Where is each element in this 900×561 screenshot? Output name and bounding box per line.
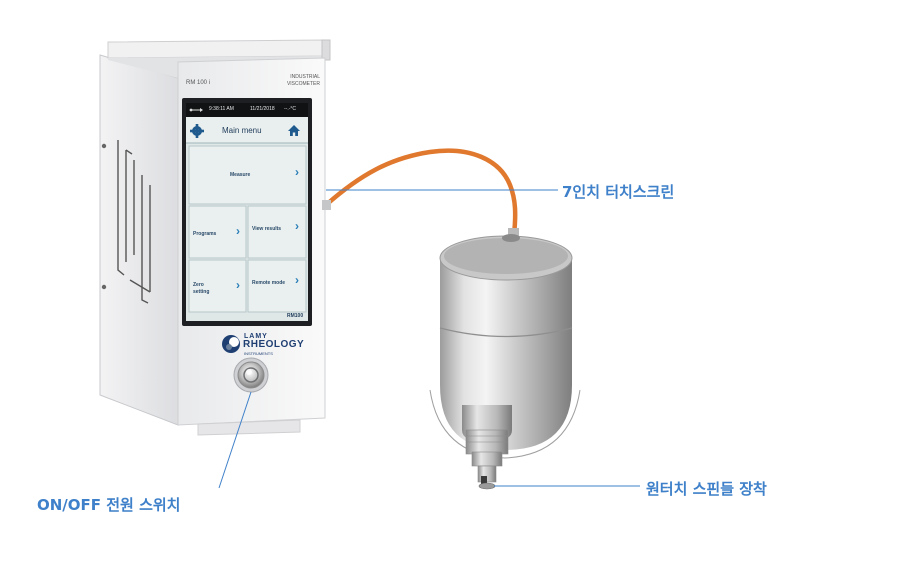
brand-name-rheology: RHEOLOGY bbox=[243, 339, 305, 350]
device-type-label-line2: VISCOMETER bbox=[286, 81, 320, 87]
menu-view-results-label[interactable]: View results bbox=[252, 226, 282, 232]
callout-touchscreen: 7인치 터치스크린 bbox=[562, 183, 675, 201]
screen-date: 11/21/2018 bbox=[250, 106, 275, 112]
device-type-label-line1: INDUSTRIAL bbox=[290, 74, 320, 80]
screen-title: Main menu bbox=[222, 126, 262, 135]
screen-footer-model: RM100 bbox=[287, 313, 304, 319]
callout-power-switch: ON/OFF 전원 스위치 bbox=[37, 496, 181, 514]
menu-zero-setting-label-line2[interactable]: setting bbox=[193, 289, 210, 295]
power-switch[interactable] bbox=[233, 357, 269, 393]
home-icon[interactable] bbox=[288, 125, 300, 136]
chevron-right-icon: › bbox=[295, 273, 299, 287]
callout-spindle: 원터치 스핀들 장착 bbox=[646, 480, 767, 498]
orange-cable bbox=[323, 148, 518, 238]
gear-icon[interactable] bbox=[190, 124, 204, 138]
housing-side-panel bbox=[99, 54, 179, 426]
brand-name-instruments: INSTRUMENTS bbox=[244, 351, 273, 356]
chevron-right-icon: › bbox=[295, 165, 299, 179]
chevron-right-icon: › bbox=[295, 219, 299, 233]
usb-icon bbox=[189, 108, 203, 112]
spindle-coupling[interactable] bbox=[462, 405, 512, 490]
chevron-right-icon: › bbox=[236, 278, 240, 292]
screen-temperature: --.-°C bbox=[284, 106, 296, 112]
chevron-right-icon: › bbox=[236, 224, 240, 238]
menu-measure-label[interactable]: Measure bbox=[230, 172, 251, 178]
menu-tile-measure-bg bbox=[188, 145, 307, 205]
lamy-rheology-logo-mark bbox=[222, 335, 240, 353]
measuring-head bbox=[429, 234, 581, 459]
brand-name-lamy: LAMY bbox=[244, 333, 268, 340]
screen-time: 9:38:11 AM bbox=[209, 106, 234, 112]
menu-remote-mode-label[interactable]: Remote mode bbox=[252, 280, 286, 286]
menu-programs-label[interactable]: Programs bbox=[193, 231, 217, 237]
menu-zero-setting-label-line1[interactable]: Zero bbox=[193, 282, 204, 288]
device-model-label: RM 100 i bbox=[186, 80, 211, 86]
power-switch-leader-line bbox=[218, 391, 252, 489]
